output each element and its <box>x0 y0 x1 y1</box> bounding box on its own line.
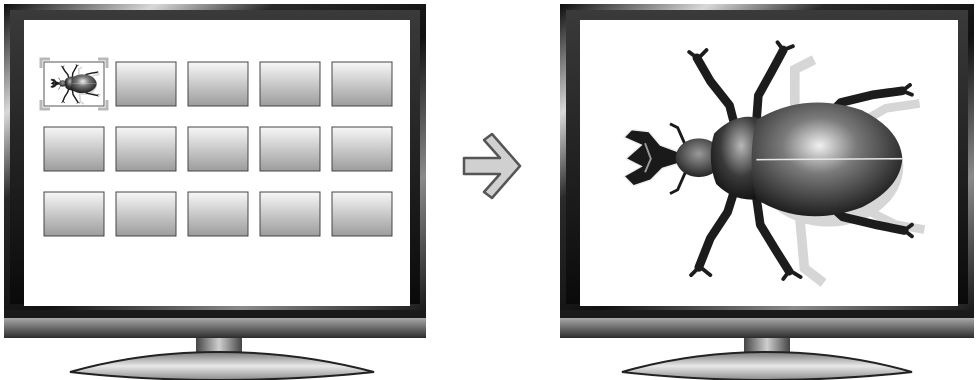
thumbnail-grid <box>41 59 392 236</box>
left-monitor-bottom-strip <box>4 318 426 338</box>
thumbnail[interactable] <box>260 127 320 171</box>
right-monitor-bottom-strip <box>560 318 974 338</box>
thumbnail[interactable] <box>260 192 320 236</box>
thumbnail[interactable] <box>260 62 320 106</box>
thumbnail[interactable] <box>332 127 392 171</box>
right-monitor-base <box>622 352 912 380</box>
thumbnail[interactable] <box>332 62 392 106</box>
left-monitor-base <box>70 352 374 380</box>
thumbnail[interactable] <box>188 127 248 171</box>
thumbnail[interactable] <box>332 192 392 236</box>
thumbnail[interactable] <box>116 127 176 171</box>
thumbnail[interactable] <box>44 127 104 171</box>
thumbnail[interactable] <box>116 62 176 106</box>
left-monitor <box>4 4 426 380</box>
thumbnail[interactable] <box>116 192 176 236</box>
thumbnail[interactable] <box>188 62 248 106</box>
right-monitor <box>560 4 974 380</box>
thumbnail[interactable] <box>44 192 104 236</box>
thumbnail[interactable] <box>188 192 248 236</box>
right-arrow-icon <box>464 134 520 198</box>
